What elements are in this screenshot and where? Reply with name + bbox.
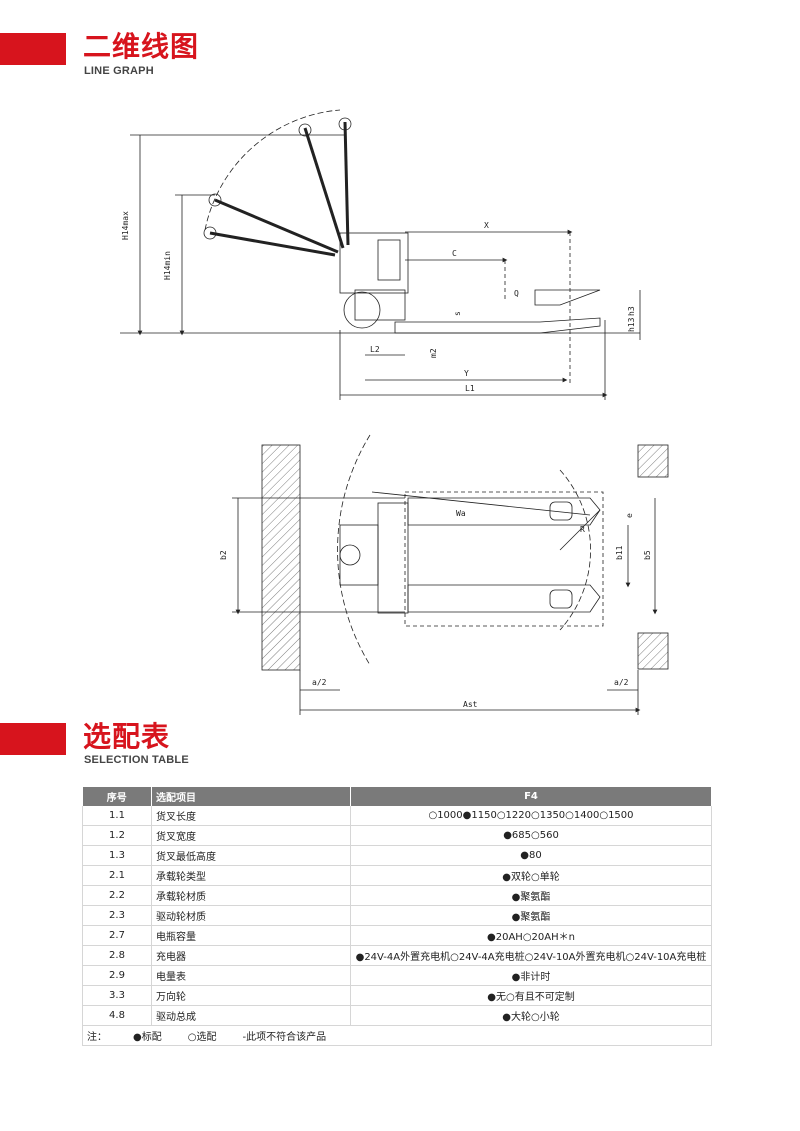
row-value: ●大轮○小轮 [350, 1005, 712, 1026]
header-model: F4 [350, 787, 712, 806]
row-number: 2.8 [82, 945, 152, 966]
label-s: s [453, 311, 462, 316]
label-a2-right: a/2 [614, 678, 629, 687]
section-accent-bar [0, 33, 66, 65]
row-value: ○1000●1150○1220○1350○1400○1500 [350, 806, 712, 826]
section-accent-bar-2 [0, 723, 66, 755]
label-l1: L1 [465, 384, 475, 393]
label-a2-left: a/2 [312, 678, 327, 687]
row-item: 充电器 [151, 945, 351, 966]
row-item: 驱动轮材质 [151, 905, 351, 926]
note-standard: ●标配 [133, 1032, 162, 1043]
row-value: ●无○有且不可定制 [350, 985, 712, 1006]
row-number: 1.2 [82, 825, 152, 846]
label-b11: b11 [615, 545, 624, 560]
row-item: 承载轮类型 [151, 865, 351, 886]
section-title-selection-table: 选配表 [83, 720, 171, 753]
row-value: ●685○560 [350, 825, 712, 846]
table-note: 注： ●标配 ○选配 -此项不符合该产品 [82, 1025, 712, 1046]
row-item: 电瓶容量 [151, 925, 351, 946]
label-r: R [580, 525, 585, 534]
row-number: 2.2 [82, 885, 152, 906]
section-subtitle-line-graph: LINE GRAPH [84, 65, 154, 77]
row-value: ●非计时 [350, 965, 712, 986]
row-item: 货叉长度 [151, 806, 351, 826]
wall-right-top [637, 444, 669, 478]
label-c: C [452, 249, 457, 258]
section-subtitle-selection-table: SELECTION TABLE [84, 754, 189, 766]
label-e: e [625, 513, 634, 518]
table-note-row: 注： ●标配 ○选配 -此项不符合该产品 [82, 1025, 712, 1046]
row-number: 3.3 [82, 985, 152, 1006]
row-item: 电量表 [151, 965, 351, 986]
label-x: X [484, 221, 489, 230]
label-q: Q [514, 289, 519, 298]
row-number: 2.3 [82, 905, 152, 926]
wall-left [261, 444, 301, 671]
row-number: 2.7 [82, 925, 152, 946]
label-h3: h3 [627, 306, 636, 316]
wall-right-bottom [637, 632, 669, 670]
label-ast: Ast [463, 700, 478, 709]
row-number: 4.8 [82, 1005, 152, 1026]
note-na: -此项不符合该产品 [242, 1032, 327, 1043]
row-item: 驱动总成 [151, 1005, 351, 1026]
top-view-drawing: b2 Wa R e b11 b5 a/2 a/2 Ast [219, 434, 669, 715]
row-number: 2.9 [82, 965, 152, 986]
note-optional: ○选配 [187, 1032, 217, 1043]
row-value: ●双轮○单轮 [350, 865, 712, 886]
row-item: 承载轮材质 [151, 885, 351, 906]
label-y: Y [464, 369, 469, 378]
row-item: 货叉最低高度 [151, 845, 351, 866]
label-h14max: H14max [121, 211, 130, 240]
side-view-drawing: H14max H14min X C Q s h3 h13 L2 m2 Y L1 [120, 109, 641, 400]
row-number: 1.3 [82, 845, 152, 866]
label-wa: Wa [456, 509, 466, 518]
row-value: ●聚氨酯 [350, 905, 712, 926]
label-h14min: H14min [163, 251, 172, 280]
label-b2: b2 [219, 550, 228, 560]
row-value: ●聚氨酯 [350, 885, 712, 906]
table-header-row: 序号 选配项目 F4 [82, 787, 712, 806]
note-prefix: 注： [87, 1032, 107, 1043]
row-value: ●24V-4A外置充电机○24V-4A充电桩○24V-10A外置充电机○24V-… [350, 945, 712, 966]
row-number: 2.1 [82, 865, 152, 886]
label-l2: L2 [370, 345, 380, 354]
label-m2: m2 [429, 348, 438, 358]
row-value: ●80 [350, 845, 712, 866]
label-h13: h13 [627, 317, 636, 332]
label-b5: b5 [643, 550, 652, 560]
row-item: 万向轮 [151, 985, 351, 1006]
section-title-line-graph: 二维线图 [83, 30, 200, 63]
turn-arc [337, 434, 371, 666]
row-item: 货叉宽度 [151, 825, 351, 846]
row-value: ●20AH○20AH＊n [350, 925, 712, 946]
header-no: 序号 [82, 787, 152, 806]
header-item: 选配项目 [151, 787, 351, 806]
row-number: 1.1 [82, 806, 152, 826]
